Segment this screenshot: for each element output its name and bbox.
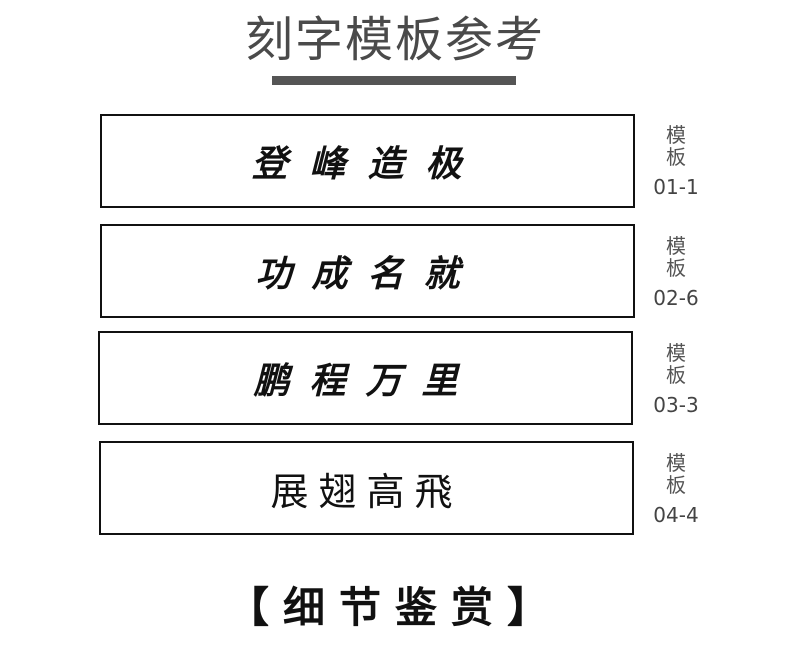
template-code-1: 01-1 (653, 175, 699, 199)
template-text-4: 展翅高飛 (270, 469, 463, 514)
template-box-4: 展翅高飛 (99, 441, 634, 535)
template-box-2: 功成名就 (100, 224, 635, 318)
template-label-2-line2: 板 (666, 256, 686, 280)
page-title: 刻字模板参考 (244, 12, 545, 68)
template-label-1-line1: 模 (666, 123, 686, 147)
template-label-4-line2: 板 (666, 473, 686, 497)
footer-title: 【细节鉴赏】 (226, 583, 563, 632)
template-label-3: 模 板 03-3 (646, 342, 706, 418)
template-label-2-line1: 模 (666, 234, 686, 258)
template-label-3-line1: 模 (666, 341, 686, 365)
template-code-4: 04-4 (653, 503, 699, 527)
template-label-4-line1: 模 (666, 451, 686, 475)
template-label-3-line2: 板 (666, 363, 686, 387)
template-label-4: 模 板 04-4 (646, 452, 706, 528)
template-label-1: 模 板 01-1 (646, 124, 706, 200)
template-text-3: 鹏程万里 (253, 360, 478, 402)
template-text-2: 功成名就 (255, 253, 480, 295)
template-label-1-line2: 板 (666, 145, 686, 169)
title-underline (272, 76, 516, 85)
template-code-3: 03-3 (653, 393, 699, 417)
template-code-2: 02-6 (653, 286, 699, 310)
template-text-1: 登峰造极 (251, 143, 484, 185)
template-label-2: 模 板 02-6 (646, 235, 706, 311)
template-box-1: 登峰造极 (100, 114, 635, 208)
template-box-3: 鹏程万里 (98, 331, 633, 425)
